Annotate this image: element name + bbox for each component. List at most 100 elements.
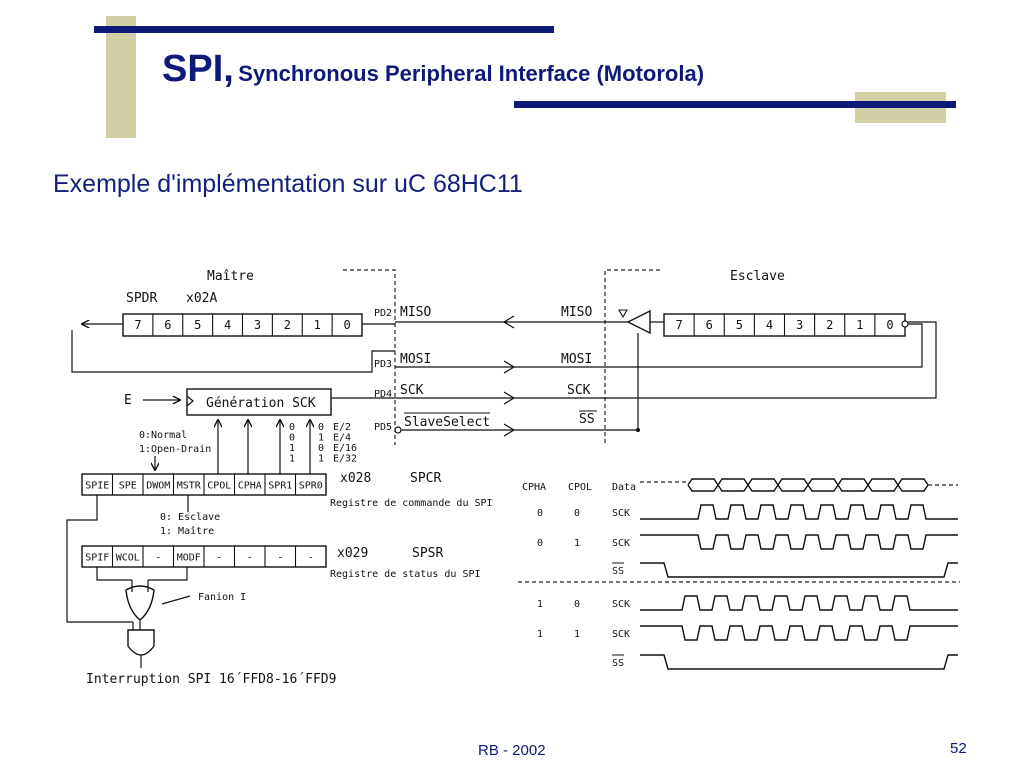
title-rule-top: [94, 26, 554, 33]
sck-generator-label: Génération SCK: [206, 396, 316, 411]
master-sck-label: SCK: [400, 383, 424, 398]
div-table-cell: 0: [318, 443, 324, 454]
spsr-bit: -: [247, 553, 253, 564]
slave-register-bubble: [901, 320, 909, 328]
footer-text: RB - 2002: [478, 742, 546, 759]
master-reg-bit: 3: [254, 318, 261, 332]
od-opendrain: 1:Open-Drain: [139, 444, 211, 455]
modf-wire: [148, 567, 188, 581]
timing-cpol: 1: [574, 538, 580, 549]
timing-signal: SCK: [612, 629, 630, 640]
pin-pd3: PD3: [374, 359, 392, 370]
master-reg-bit: 2: [284, 318, 291, 332]
title-rule-bottom: [514, 101, 956, 108]
mode-master: 1: Maître: [160, 525, 214, 537]
mode-slave: 0: Esclave: [160, 512, 220, 523]
flag-label: Fanion I: [198, 592, 246, 603]
page-number: 52: [950, 740, 967, 757]
spsr-bit: SPIF: [85, 553, 109, 564]
div-table-cell: E/32: [333, 454, 357, 465]
div-table-cell: E/16: [333, 443, 357, 454]
master-reg-bit: 4: [224, 318, 231, 332]
pin-pd2: PD2: [374, 308, 392, 319]
spsr-bit: -: [277, 553, 283, 564]
slave-miso-label: MISO: [561, 305, 592, 320]
div-table-cell: 0: [318, 422, 324, 433]
sck-wave-mode0: [640, 504, 958, 520]
spcr-bit: MSTR: [177, 481, 202, 492]
spcr-bit: CPOL: [207, 481, 231, 492]
slave-sck-loop: [605, 321, 937, 399]
slave-reg-bit: 6: [706, 318, 713, 332]
timing-cpha: 0: [537, 508, 543, 519]
spsr-bit: MODF: [177, 553, 201, 564]
timing-cpol: 0: [574, 599, 580, 610]
timing-signal: SS: [612, 658, 624, 669]
ss-arrow: [503, 423, 516, 437]
spcr-bit: SPR1: [268, 481, 292, 492]
tristate-buffer-icon: [626, 309, 651, 335]
master-reg-bit: 1: [314, 318, 321, 332]
interrupt-label: Interruption SPI 16´FFD8-16´FFD9: [86, 672, 336, 687]
slave-reg-bit: 5: [736, 318, 743, 332]
spcr-bit: CPHA: [238, 481, 262, 492]
spsr-bit: -: [308, 553, 314, 564]
div-table-cell: 1: [318, 433, 324, 444]
timing-header: CPOL: [568, 482, 592, 493]
sck-wave-mode2: [640, 595, 958, 611]
master-label: Maître: [207, 269, 254, 284]
ss-wave-b: [640, 654, 958, 670]
data-bus-wave: [687, 478, 929, 492]
spcr-bit: DWOM: [146, 481, 170, 492]
title-accent-vertical: [106, 16, 136, 138]
timing-cpha: 0: [537, 538, 543, 549]
spcr-name: SPCR: [410, 471, 441, 486]
master-mosi-label: MOSI: [400, 352, 431, 367]
timing-cpha: 1: [537, 599, 543, 610]
timing-header: Data: [612, 482, 636, 493]
div-table-cell: E/4: [333, 433, 351, 444]
slave-reg-bit: 1: [856, 318, 863, 332]
master-reg-bit: 5: [194, 318, 201, 332]
div-table-cell: E/2: [333, 422, 351, 433]
slave-boundary: [604, 269, 660, 445]
slave-reg-bit: 4: [766, 318, 773, 332]
sck-wave-mode3: [640, 625, 958, 641]
timing-header: CPHA: [522, 482, 546, 493]
spsr-bit: WCOL: [116, 553, 140, 564]
spif-wire: [96, 567, 132, 581]
buffer-enable-icon: [618, 309, 628, 319]
miso-arrow: [502, 315, 515, 329]
slave-ss-label: SS: [579, 412, 595, 427]
timing-cpol: 0: [574, 508, 580, 519]
slave-sck-label: SCK: [567, 383, 591, 398]
spsr-bit: -: [216, 553, 222, 564]
timing-signal: SCK: [612, 538, 630, 549]
sck-wave-mode1: [640, 534, 958, 550]
spdr-address: x02A: [186, 291, 217, 306]
slave-reg-bit: 3: [796, 318, 803, 332]
slave-reg-bit: 0: [886, 318, 893, 332]
spsr-address: x029: [337, 546, 368, 561]
spcr-bit: SPIE: [85, 481, 109, 492]
spcr-bit: SPE: [119, 481, 137, 492]
timing-cpha: 1: [537, 629, 543, 640]
master-reg-bit: 6: [164, 318, 171, 332]
slave-mosi-loop: [605, 323, 923, 368]
od-normal: 0:Normal: [139, 430, 187, 441]
div-table-cell: 0: [289, 433, 295, 444]
timing-signal: SS: [612, 566, 624, 577]
ss-inversion-bubble: [394, 426, 402, 434]
spsr-name: SPSR: [412, 546, 443, 561]
timing-signal: SCK: [612, 599, 630, 610]
spdr-label: SPDR: [126, 291, 157, 306]
slide-title-main: SPI,: [162, 48, 234, 90]
timing-signal: SCK: [612, 508, 630, 519]
slide-subtitle: Exemple d'implémentation sur uC 68HC11: [53, 170, 523, 198]
master-miso-label: MISO: [400, 305, 431, 320]
